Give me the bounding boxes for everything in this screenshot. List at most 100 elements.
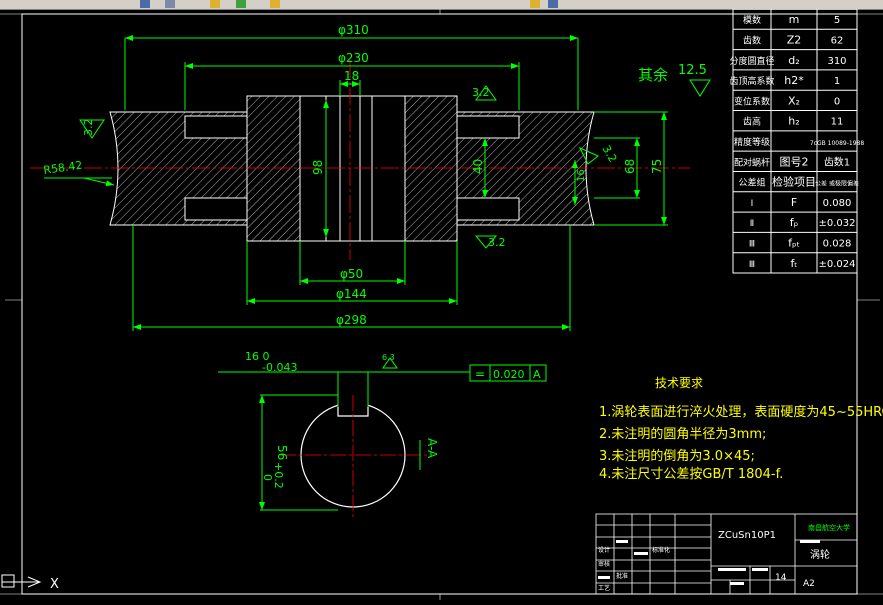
dim-d98: 98 xyxy=(311,160,325,175)
keyway-dimensions xyxy=(218,357,547,511)
keyway-width: 16 0 xyxy=(245,350,270,363)
section-label: A-A xyxy=(425,438,439,459)
dim-d298: φ298 xyxy=(336,313,367,327)
param-cell-sym: F xyxy=(791,196,797,209)
rough-bottom: 3.2 xyxy=(488,236,506,249)
drawing-frame xyxy=(0,9,883,600)
param-cell-val: 齿数1 xyxy=(824,155,850,168)
sym-symbol: = xyxy=(475,367,485,381)
param-cell-label: Ⅰ xyxy=(751,199,754,209)
keyway-depth: 56 xyxy=(275,445,289,460)
param-cell-label: Ⅱ xyxy=(750,219,754,229)
param-cell-label: 分度圆直径 xyxy=(729,55,774,67)
dim-d310: φ310 xyxy=(338,23,369,37)
param-cell-val: 62 xyxy=(831,35,844,46)
tech-note-2: 2.未注明的圆角半径为3mm; xyxy=(599,426,766,442)
title-material: ZCuSn10P1 xyxy=(718,530,776,541)
param-cell-label: 变位系数 xyxy=(734,95,770,107)
param-cell-sym: 检验项目 xyxy=(772,175,816,189)
param-table xyxy=(732,8,858,274)
dim-d16: 16 xyxy=(576,169,587,182)
dim-d68: 68 xyxy=(623,159,637,174)
keyway-depth-upper: +0.2 xyxy=(272,462,285,489)
rim-left xyxy=(109,111,248,226)
param-cell-sym: h₂ xyxy=(788,115,799,128)
param-cell-label: 齿高 xyxy=(743,116,761,128)
title-cell-check: 审核 xyxy=(598,560,610,568)
param-cell-sym: d₂ xyxy=(788,54,799,67)
param-cell-label: Ⅲ xyxy=(749,260,755,270)
rest-label: 其余 xyxy=(638,66,668,84)
toolbar-icon[interactable] xyxy=(548,0,558,8)
title-size: A2 xyxy=(803,579,815,589)
param-cell-val: 0.080 xyxy=(823,198,852,209)
param-cell-val: 11 xyxy=(831,117,844,128)
param-cell-val: 1 xyxy=(834,76,840,87)
param-cell-val: 0 xyxy=(834,96,840,107)
toolbar-icon[interactable] xyxy=(210,0,220,8)
rim-right xyxy=(456,111,595,226)
param-cell-sym: fₜ xyxy=(790,257,797,270)
param-cell-label: 配对蜗杆 xyxy=(734,156,770,168)
tech-note-3: 3.未注明的倒角为3.0×45; xyxy=(599,448,755,464)
main-section-view xyxy=(30,60,690,260)
param-cell-val: ±0.032 xyxy=(818,218,855,229)
param-cell-val: 5 xyxy=(834,15,840,26)
toolbar-icon[interactable] xyxy=(165,0,175,8)
param-cell-sym: 图号2 xyxy=(780,155,809,168)
toolbar-icon[interactable] xyxy=(140,0,150,8)
ucs-icon xyxy=(1,574,42,588)
param-cell-label: 模数 xyxy=(743,14,761,26)
dimension-lines xyxy=(44,35,711,331)
param-cell-sym: X₂ xyxy=(788,94,800,107)
keyway-section xyxy=(280,395,430,520)
param-cell-sym: fₚₜ xyxy=(788,237,800,250)
sym-value: 0.020 xyxy=(493,368,525,381)
param-cell-label: 齿数 xyxy=(743,34,761,46)
tech-note-1: 1.涡轮表面进行淬火处理，表面硬度为45~55HRC; xyxy=(599,404,883,420)
title-sheet-no: 14 xyxy=(775,573,787,583)
keyway-width-tol: -0.043 xyxy=(262,361,297,374)
rest-value: 12.5 xyxy=(678,63,707,78)
dim-d75: 75 xyxy=(650,159,664,174)
param-cell-val: 0.028 xyxy=(823,239,852,250)
param-cell-label: 齿顶高系数 xyxy=(729,75,774,87)
ucs-x-label: X xyxy=(50,577,59,592)
dim-d40: 40 xyxy=(471,159,485,174)
param-cell-label: Ⅲ xyxy=(749,240,755,250)
dim-w18: 18 xyxy=(344,69,359,83)
title-cell-approve: 批准 xyxy=(616,572,628,580)
toolbar-icon[interactable] xyxy=(530,0,540,8)
dim-d144: φ144 xyxy=(336,287,367,301)
tech-note-4: 4.未注尺寸公差按GB/T 1804-f. xyxy=(599,467,783,482)
toolbar-icon[interactable] xyxy=(270,0,280,8)
title-school: 南昌航空大学 xyxy=(808,523,850,532)
param-cell-sym: m xyxy=(789,13,800,26)
tech-notes-title: 技术要求 xyxy=(655,376,703,390)
rough-right: 3.2 xyxy=(599,143,619,165)
rough-left: 3.2 xyxy=(82,119,95,137)
toolbar xyxy=(0,0,883,10)
param-cell-val: 公差 或极限偏差 xyxy=(815,180,859,188)
dim-r58: R58.42 xyxy=(43,159,84,177)
title-cell-process: 工艺 xyxy=(598,584,610,592)
sym-datum: A xyxy=(533,368,541,381)
title-cell-design: 设计 xyxy=(598,546,610,554)
param-cell-sym: fₚ xyxy=(790,216,799,229)
rough-top: 3.2 xyxy=(472,86,490,99)
keyway-rough: 6.3 xyxy=(382,353,395,362)
param-cell-val: ±0.024 xyxy=(818,259,855,270)
toolbar-icon[interactable] xyxy=(236,0,246,8)
drawing-canvas[interactable]: φ310 φ230 18 98 40 68 75 16 φ50 φ144 φ29… xyxy=(0,8,883,601)
param-cell-sym: h2* xyxy=(784,74,804,87)
title-cell-standard: 标准化 xyxy=(652,546,670,554)
dim-d50: φ50 xyxy=(340,267,363,281)
dim-d230: φ230 xyxy=(338,51,369,65)
param-cell-val: 7cGB 10089-1988 xyxy=(810,140,864,147)
keyway-depth-lower: 0 xyxy=(261,474,274,481)
param-cell-val: 310 xyxy=(827,56,846,67)
param-cell-sym: Z2 xyxy=(787,33,802,46)
title-part-name: 涡轮 xyxy=(810,548,830,561)
param-cell-label: 精度等级 xyxy=(734,136,770,148)
title-block xyxy=(595,513,858,595)
